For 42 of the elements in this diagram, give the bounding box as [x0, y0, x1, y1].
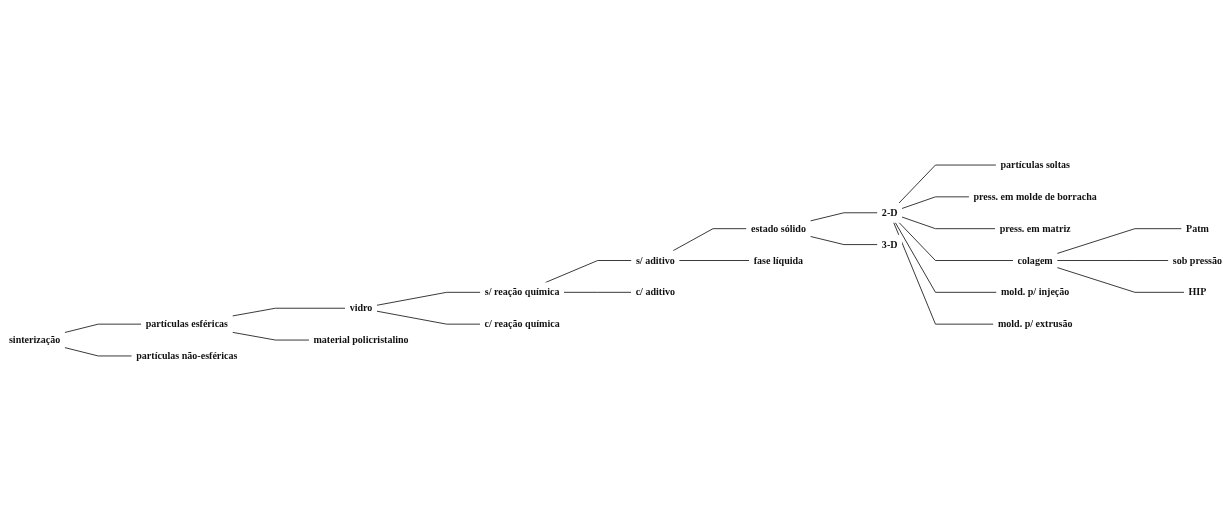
node-text: sob pressão — [1172, 254, 1223, 266]
connector — [376, 291, 481, 306]
connector — [893, 222, 994, 325]
connector — [901, 196, 970, 209]
node-text: partículas não-esféricas — [136, 350, 238, 362]
connector — [678, 260, 750, 261]
connector — [894, 222, 997, 293]
node-text: partículas esféricas — [145, 318, 229, 330]
node-text: mold. p/ injeção — [1000, 286, 1070, 298]
connector — [898, 222, 1014, 261]
node-text: Patm — [1186, 222, 1209, 234]
connector — [1056, 260, 1169, 261]
node-text: fase líquida — [753, 254, 804, 266]
node-text: colagem — [1017, 254, 1053, 266]
node-text: sinterização — [8, 334, 61, 346]
node-text: press. em matriz — [999, 222, 1071, 234]
connector — [1056, 228, 1182, 254]
node-text: c/ reação química — [484, 318, 560, 330]
node-text: s/ reação química — [484, 286, 560, 298]
connector — [901, 216, 996, 230]
node-text: vidro — [349, 302, 373, 314]
node-text: press. em molde de borracha — [973, 190, 1097, 203]
connector — [672, 228, 747, 252]
node-text: material policristalino — [313, 334, 409, 346]
connector — [1056, 267, 1185, 293]
connector — [232, 307, 346, 317]
connector — [563, 291, 632, 293]
connector — [376, 310, 481, 325]
connector — [898, 164, 997, 204]
node-text: estado sólido — [750, 222, 806, 234]
node-text: HIP — [1188, 286, 1207, 298]
node-text: c/ aditivo — [635, 286, 676, 298]
connector — [64, 323, 142, 333]
node-text: partículas soltas — [1000, 159, 1070, 171]
node-text: 2-D — [881, 206, 898, 219]
node-text: mold. p/ extrusão — [997, 318, 1073, 330]
connector — [809, 212, 878, 222]
connector — [232, 331, 310, 341]
node-text: s/ aditivo — [635, 254, 675, 266]
connector — [809, 236, 878, 246]
connector — [544, 260, 632, 283]
connector — [64, 347, 133, 357]
